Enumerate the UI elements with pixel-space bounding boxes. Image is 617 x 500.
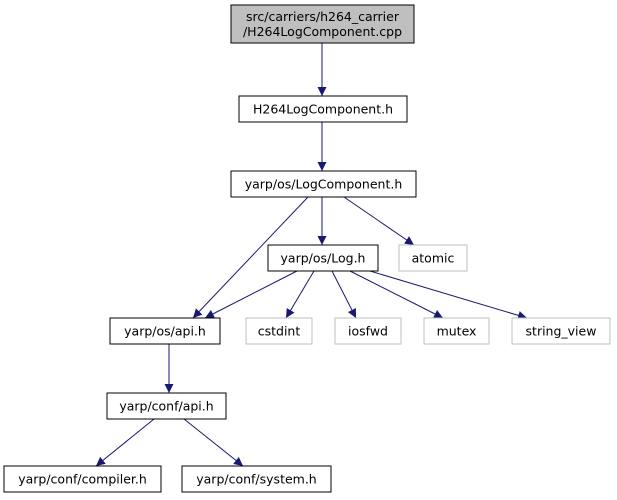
node-box (238, 95, 408, 123)
node-string_view: string_view (511, 317, 611, 345)
edge-log_h-to-mutex (349, 270, 444, 319)
edge-conf_api_h-to-system_h (183, 418, 244, 467)
node-label: yarp/conf/api.h (119, 399, 213, 414)
node-box (230, 4, 415, 44)
node-label: yarp/os/Log.h (281, 251, 366, 266)
node-logcomponent_h: yarp/os/LogComponent.h (230, 170, 417, 198)
node-atomic: atomic (398, 244, 468, 272)
node-box (230, 170, 417, 198)
node-label: yarp/conf/compiler.h (18, 472, 147, 487)
node-label: cstdint (258, 324, 301, 339)
node-conf_api_h: yarp/conf/api.h (106, 392, 227, 420)
node-box (3, 465, 162, 493)
node-box (109, 317, 221, 345)
node-box (511, 317, 611, 345)
node-label: mutex (437, 324, 477, 339)
node-box (423, 317, 490, 345)
edge-logcomponent_h-to-atomic (343, 196, 415, 246)
node-log_h: yarp/os/Log.h (267, 244, 379, 272)
edges-layer (95, 43, 528, 467)
node-box (398, 244, 468, 272)
edge-log_h-to-cstdint (285, 270, 315, 319)
edge-conf_api_h-to-compiler_h (95, 418, 155, 467)
node-label: yarp/conf/system.h (196, 472, 316, 487)
node-label: H264LogComponent.h (253, 102, 393, 117)
edge-logcomponent_h-to-os_api_h (192, 196, 309, 319)
node-label: /H264LogComponent.cpp (243, 24, 402, 39)
edge-log_h-to-string_view (369, 270, 528, 320)
node-label: yarp/os/LogComponent.h (245, 177, 403, 192)
node-box (181, 465, 332, 493)
node-label: src/carriers/h264_carrier (246, 9, 400, 24)
node-label: string_view (526, 324, 597, 339)
node-box (245, 317, 313, 345)
nodes-layer: src/carriers/h264_carrier/H264LogCompone… (3, 4, 611, 493)
edge-log_h-to-iosfwd (331, 270, 357, 319)
node-os_api_h: yarp/os/api.h (109, 317, 221, 345)
node-compiler_h: yarp/conf/compiler.h (3, 465, 162, 493)
node-box (106, 392, 227, 420)
edge-log_h-to-os_api_h (204, 270, 298, 319)
node-root: src/carriers/h264_carrier/H264LogCompone… (230, 4, 415, 44)
node-label: atomic (412, 251, 455, 266)
node-label: iosfwd (348, 324, 388, 339)
node-iosfwd: iosfwd (334, 317, 402, 345)
node-label: yarp/os/api.h (124, 324, 206, 339)
node-box (267, 244, 379, 272)
node-mutex: mutex (423, 317, 490, 345)
node-box (334, 317, 402, 345)
node-h264logcomponent_h: H264LogComponent.h (238, 95, 408, 123)
node-system_h: yarp/conf/system.h (181, 465, 332, 493)
node-cstdint: cstdint (245, 317, 313, 345)
